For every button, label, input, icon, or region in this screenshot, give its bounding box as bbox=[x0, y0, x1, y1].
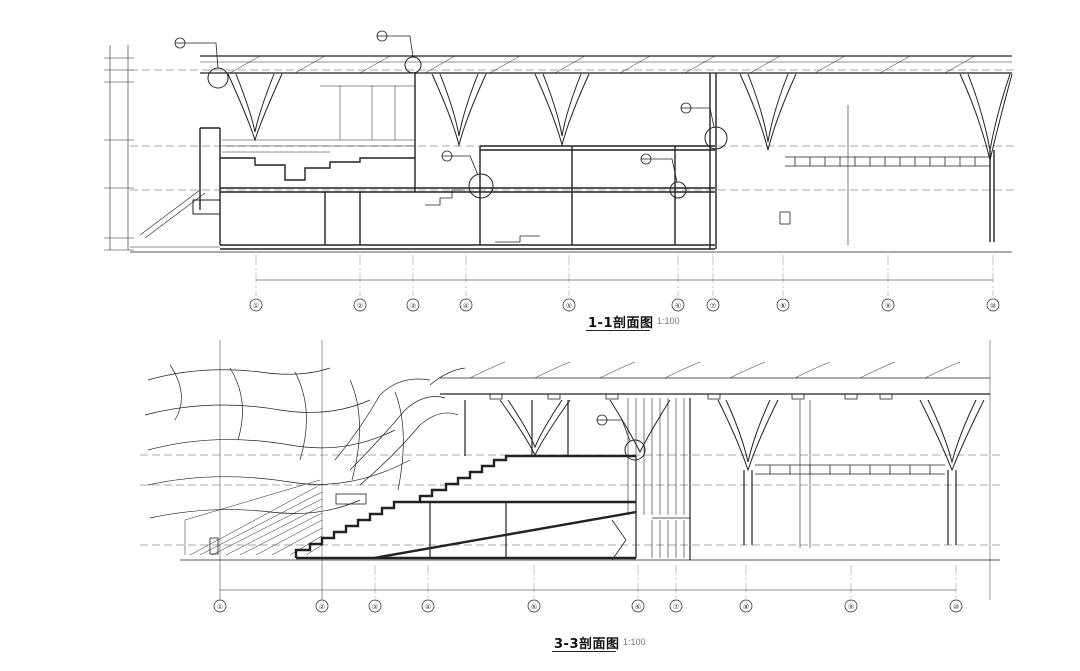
axis-label: ② bbox=[357, 302, 363, 310]
axis-label: ① bbox=[217, 603, 223, 611]
section-1-1-scale: 1:100 bbox=[657, 316, 680, 326]
axis-label: ⑩ bbox=[990, 302, 996, 310]
axis-label: ① bbox=[253, 302, 259, 310]
axis-label: ④ bbox=[463, 302, 469, 310]
section-3-3-drawing bbox=[140, 340, 1000, 613]
axis-label: ⑧ bbox=[780, 302, 786, 310]
axis-label: ⑩ bbox=[953, 603, 959, 611]
axis-label: ⑨ bbox=[885, 302, 891, 310]
axis-label: ③ bbox=[372, 603, 378, 611]
axis-label: ⑤ bbox=[566, 302, 572, 310]
axis-label: ⑥ bbox=[635, 603, 641, 611]
axis-label: ⑤ bbox=[531, 603, 537, 611]
axis-label: ③ bbox=[410, 302, 416, 310]
section-3-3-title-underline bbox=[552, 651, 616, 652]
axis-label: ② bbox=[319, 603, 325, 611]
axis-label: ⑨ bbox=[848, 603, 854, 611]
section-1-1-title-underline bbox=[586, 330, 650, 331]
axis-label: ⑦ bbox=[673, 603, 679, 611]
axis-label: ⑥ bbox=[675, 302, 681, 310]
axis-label: ⑧ bbox=[743, 603, 749, 611]
section-1-1-title: 1-1剖面图 bbox=[588, 316, 654, 331]
axis-label: ⑦ bbox=[710, 302, 716, 310]
axis-label: ④ bbox=[425, 603, 431, 611]
section-3-3-title: 3-3剖面图 bbox=[554, 637, 620, 652]
section-3-3-scale: 1:100 bbox=[623, 637, 646, 647]
section-1-1-drawing bbox=[104, 30, 1015, 312]
